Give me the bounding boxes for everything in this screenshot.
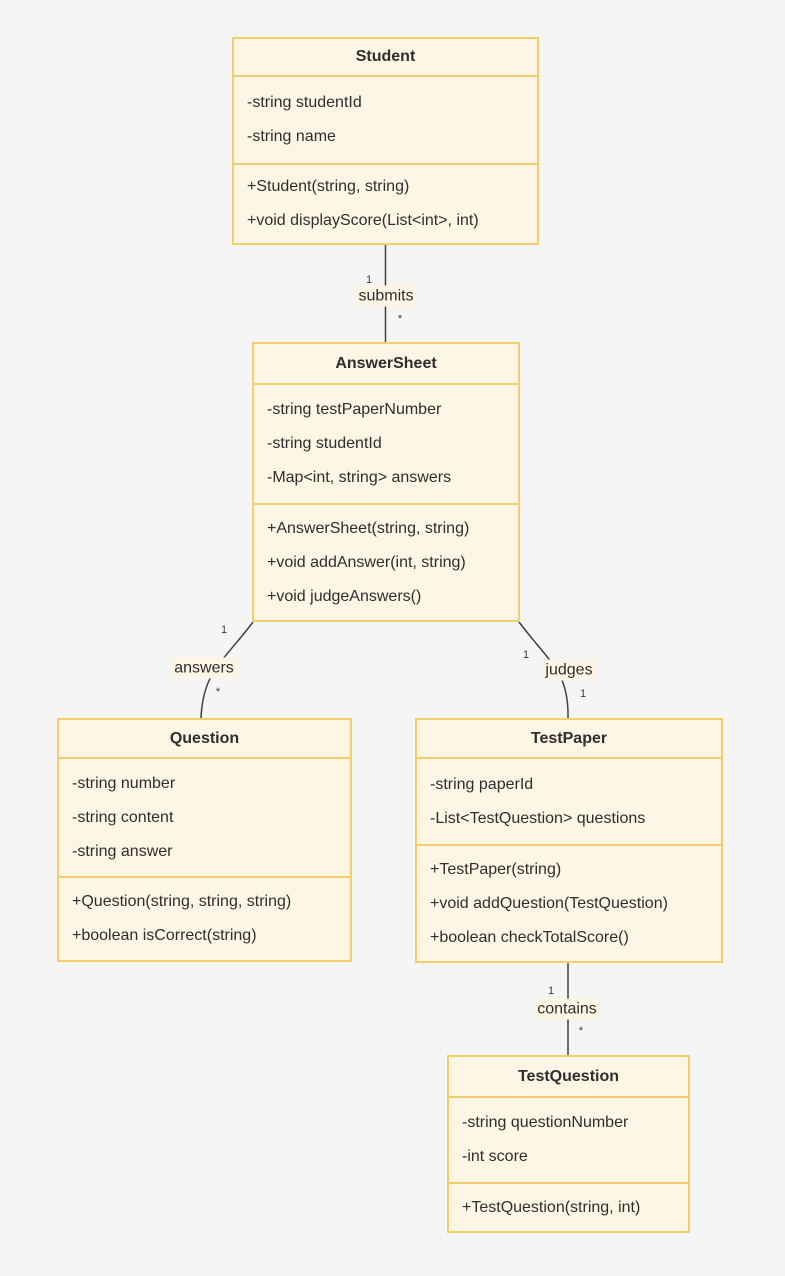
multiplicity-label: *	[397, 313, 403, 325]
edge-label-contains: contains	[534, 998, 600, 1020]
class-method: +boolean checkTotalScore()	[430, 928, 629, 946]
class-method: +void judgeAnswers()	[267, 587, 422, 605]
class-attribute: -string paperId	[430, 775, 534, 793]
class-methods-section: +TestQuestion(string, int)	[449, 1184, 688, 1231]
class-attribute: -string number	[72, 774, 176, 792]
edge-label-answers: answers	[171, 657, 237, 679]
class-title: Question	[59, 720, 350, 759]
class-attributes-section: -string questionNumber -int score	[449, 1098, 688, 1184]
class-method: +Student(string, string)	[247, 178, 410, 195]
class-method: +TestQuestion(string, int)	[462, 1198, 641, 1216]
multiplicity-label: 1	[522, 649, 530, 661]
class-attributes-section: -string paperId -List<TestQuestion> ques…	[417, 759, 721, 846]
class-box-answersheet: AnswerSheet -string testPaperNumber -str…	[252, 342, 520, 622]
class-attribute: -string questionNumber	[462, 1114, 629, 1131]
class-attributes-section: -string studentId -string name	[234, 77, 537, 165]
class-title: TestPaper	[417, 720, 721, 759]
class-methods-section: +TestPaper(string) +void addQuestion(Tes…	[417, 846, 721, 961]
multiplicity-label: *	[578, 1025, 584, 1037]
class-attribute: -string studentId	[267, 435, 382, 452]
class-method: +void addAnswer(int, string)	[267, 553, 466, 571]
class-attribute: -string testPaperNumber	[267, 401, 442, 418]
multiplicity-label: 1	[220, 624, 228, 636]
class-method: +boolean isCorrect(string)	[72, 927, 257, 944]
class-methods-section: +Student(string, string) +void displaySc…	[234, 165, 537, 243]
class-methods-section: +AnswerSheet(string, string) +void addAn…	[254, 505, 518, 620]
multiplicity-label: *	[215, 686, 221, 698]
class-attributes-section: -string testPaperNumber -string studentI…	[254, 385, 518, 505]
class-title: AnswerSheet	[254, 344, 518, 385]
class-methods-section: +Question(string, string, string) +boole…	[59, 878, 350, 960]
class-attributes-section: -string number -string content -string a…	[59, 759, 350, 878]
class-attribute: -string answer	[72, 842, 173, 860]
class-attribute: -string studentId	[247, 94, 362, 111]
class-attribute: -string content	[72, 808, 174, 826]
multiplicity-label: 1	[579, 688, 587, 700]
multiplicity-label: 1	[547, 985, 555, 997]
edge-label-judges: judges	[542, 659, 596, 681]
class-method: +void displayScore(List<int>, int)	[247, 212, 479, 229]
multiplicity-label: 1	[365, 274, 373, 286]
class-title: TestQuestion	[449, 1057, 688, 1098]
class-method: +Question(string, string, string)	[72, 893, 292, 910]
class-method: +AnswerSheet(string, string)	[267, 519, 470, 537]
class-title: Student	[234, 39, 537, 77]
class-method: +void addQuestion(TestQuestion)	[430, 894, 668, 912]
class-box-testpaper: TestPaper -string paperId -List<TestQues…	[415, 718, 723, 963]
class-box-question: Question -string number -string content …	[57, 718, 352, 962]
class-method: +TestPaper(string)	[430, 860, 562, 878]
class-attribute: -Map<int, string> answers	[267, 469, 452, 486]
class-attribute: -string name	[247, 128, 336, 145]
class-attribute: -int score	[462, 1148, 528, 1165]
class-attribute: -List<TestQuestion> questions	[430, 809, 646, 827]
edge-label-submits: submits	[355, 285, 417, 307]
class-box-student: Student -string studentId -string name +…	[232, 37, 539, 245]
class-box-testquestion: TestQuestion -string questionNumber -int…	[447, 1055, 690, 1233]
